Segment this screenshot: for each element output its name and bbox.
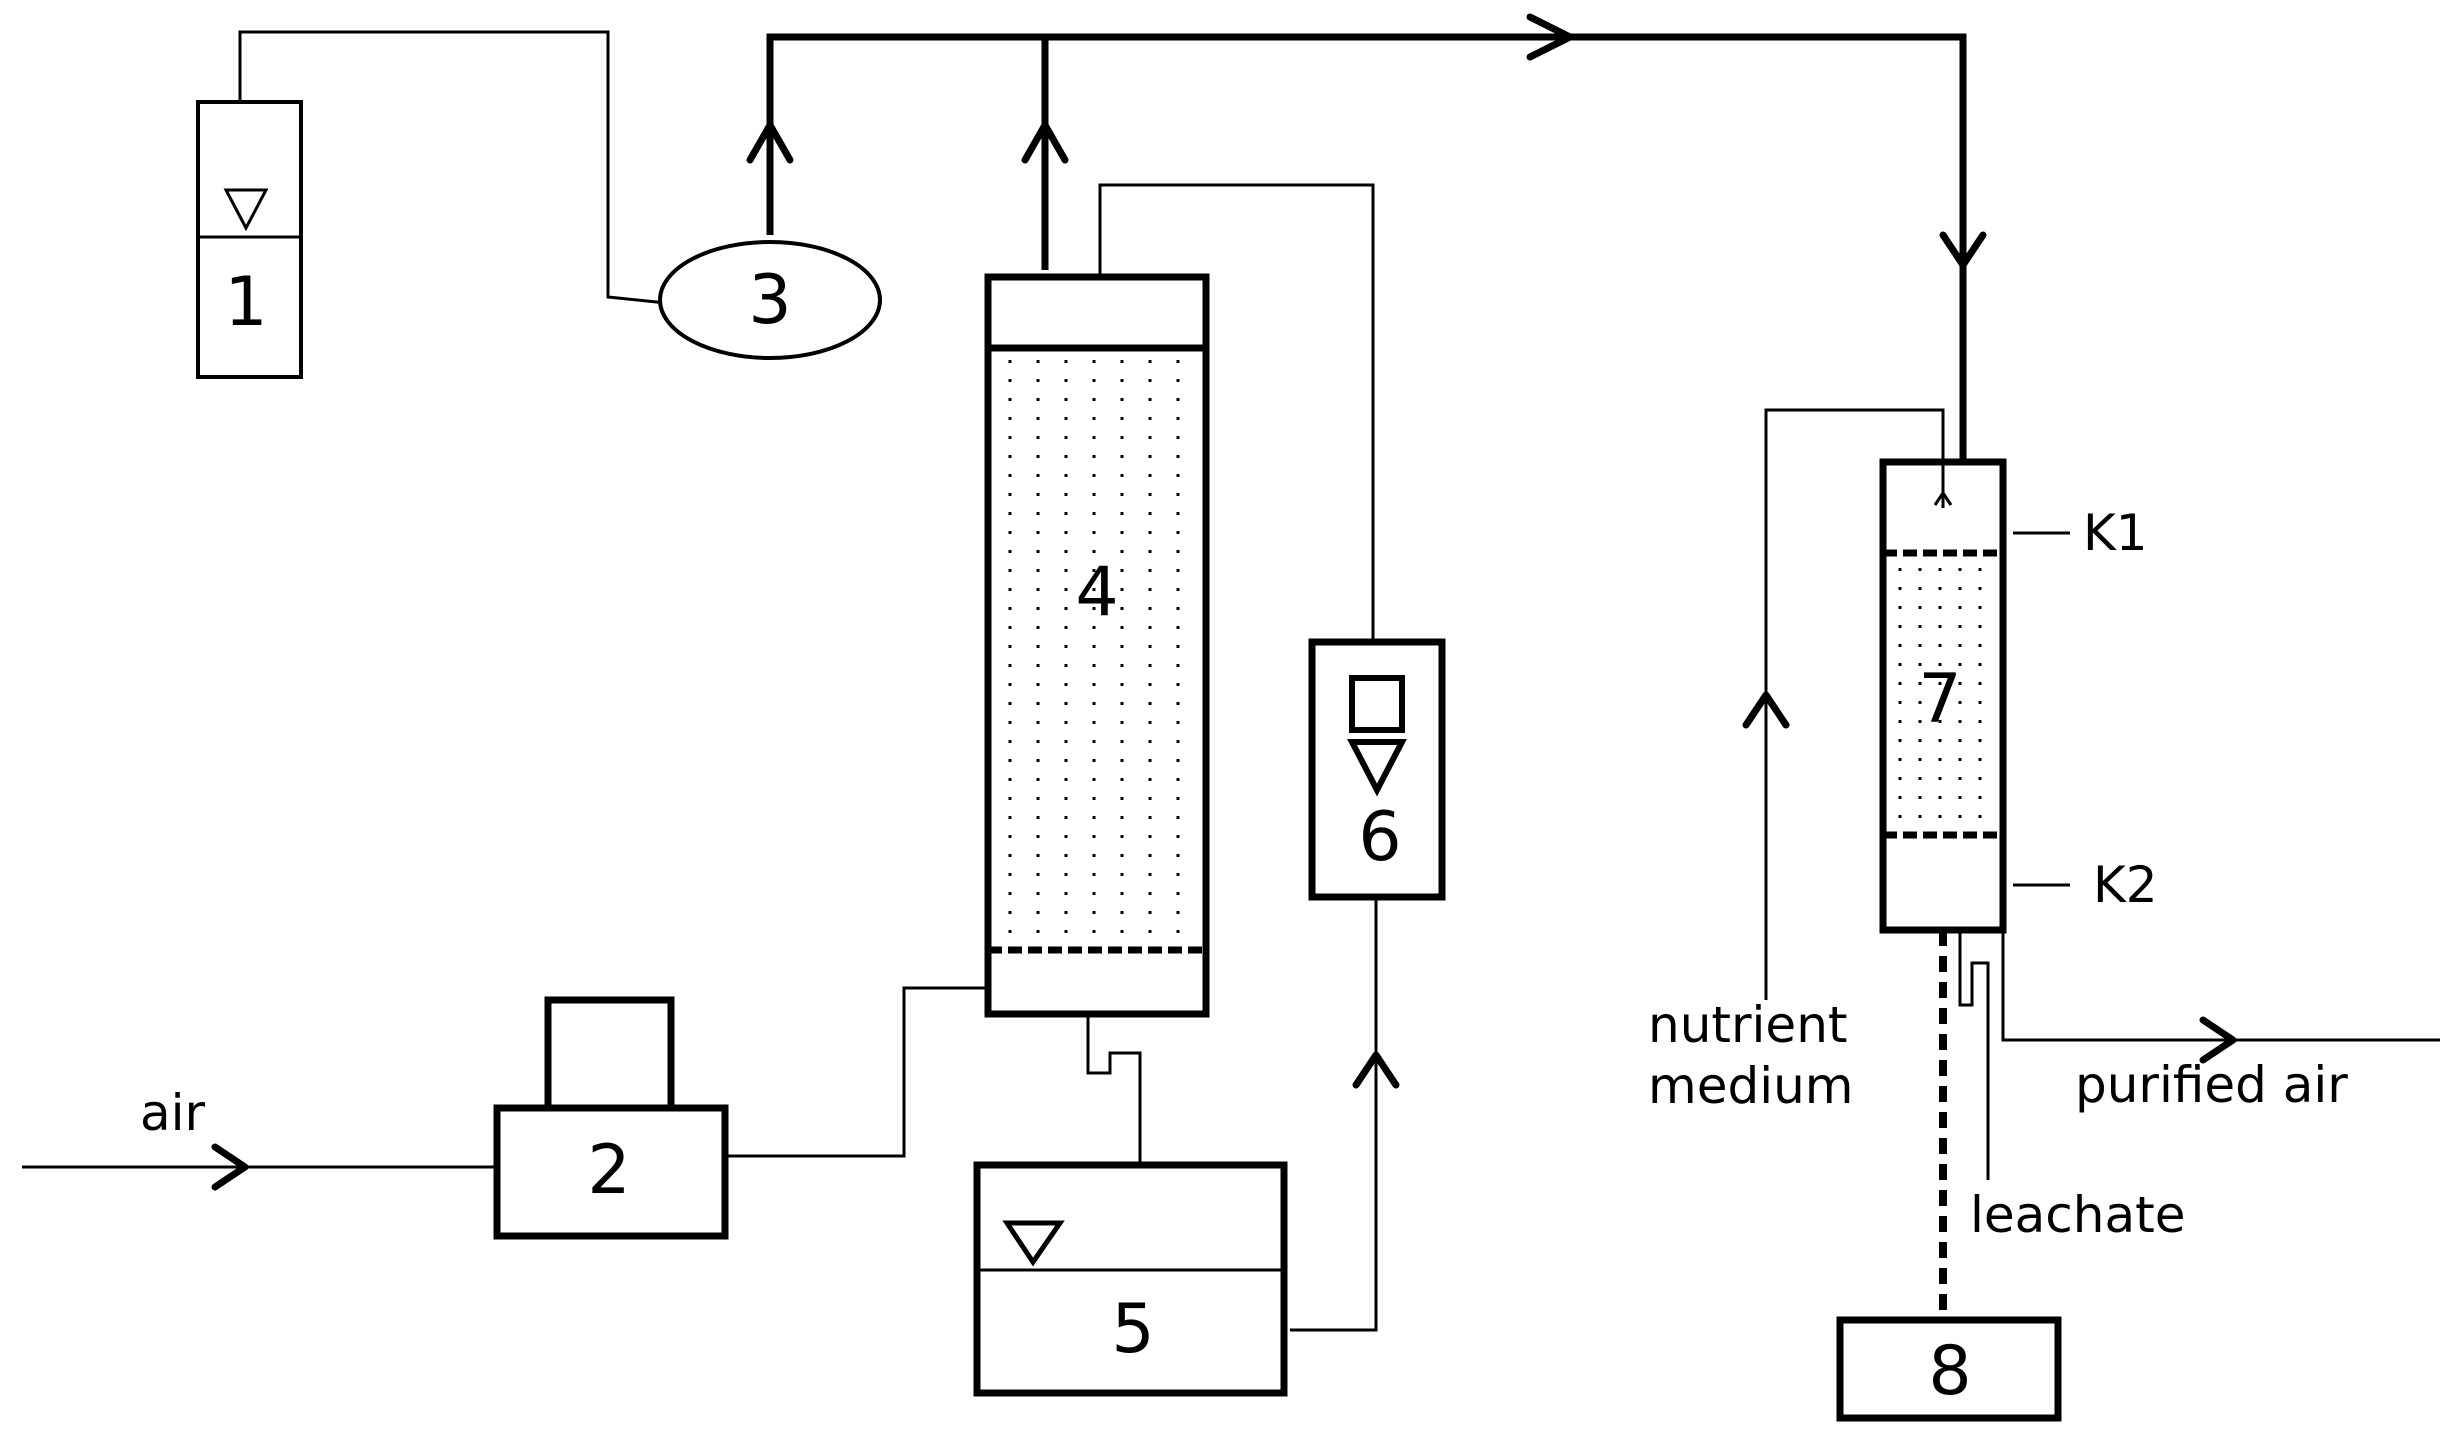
up-arrow-4 (1021, 121, 1069, 164)
column-4: 4 (984, 183, 1375, 1168)
label-5: 5 (1111, 1290, 1154, 1369)
air-inlet-arrow (211, 1143, 249, 1191)
column-7: 7 K1 K2 nutrient medium purified air lea… (1648, 408, 2440, 1320)
nutrient-arrow (1742, 691, 1790, 729)
spray-nozzle-icon (1933, 490, 1953, 506)
right-arrow-top (1526, 13, 1574, 61)
label-nutrient-2: medium (1648, 1057, 1854, 1115)
label-8: 8 (1928, 1332, 1971, 1411)
up-arrow-3 (746, 121, 794, 164)
flowmeter-6: 6 (1290, 638, 1446, 1332)
vessel-1: 1 (196, 30, 667, 379)
analyzer-8: 8 (1836, 1316, 2062, 1422)
label-leachate: leachate (1970, 1186, 2185, 1244)
label-1: 1 (224, 263, 267, 342)
packing-dots (1008, 360, 1180, 940)
up-arrow-6 (1352, 1051, 1400, 1089)
label-k2: K2 (2093, 856, 2158, 914)
label-air: air (140, 1084, 206, 1142)
liquid-level-icon (223, 188, 269, 232)
label-k1: K1 (2083, 504, 2148, 562)
purified-air-arrow (2199, 1016, 2237, 1064)
label-4: 4 (1075, 553, 1118, 632)
label-purified-air: purified air (2075, 1056, 2348, 1114)
label-2: 2 (587, 1131, 630, 1210)
label-3: 3 (748, 261, 791, 340)
down-arrow-7 (1939, 231, 1987, 269)
label-7: 7 (1918, 660, 1961, 739)
float-icon (1349, 675, 1405, 733)
reservoir-5: 5 (973, 1161, 1288, 1397)
compressor-2: 2 air (22, 986, 988, 1240)
liquid-level-icon (1002, 1220, 1065, 1267)
label-nutrient-1: nutrient (1648, 996, 1848, 1054)
pump-3: 3 (658, 240, 882, 360)
main-pipeline (746, 13, 1987, 460)
label-6: 6 (1358, 798, 1401, 877)
